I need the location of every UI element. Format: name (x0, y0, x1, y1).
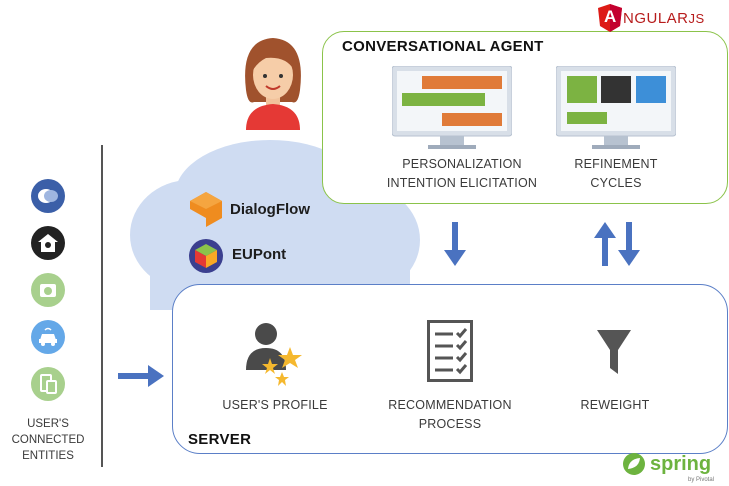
dialogflow-icon (190, 192, 222, 227)
smart-home-icon (31, 226, 65, 260)
reweight-label: REWEIGHT (580, 398, 650, 412)
eupont-label: EUPont (232, 246, 287, 263)
spring-sub: by Pivotal (688, 477, 715, 483)
connected-car-icon (31, 320, 65, 354)
angular-wordmark: NGULAR (623, 9, 689, 27)
divider-line (101, 145, 103, 467)
devices-icon (31, 367, 65, 401)
connected-entities-label: USER'S CONNECTED ENTITIES (11, 418, 85, 462)
user-profile-label: USER'S PROFILE (222, 398, 328, 412)
down-arrow-icon (444, 222, 466, 266)
user-avatar-icon (245, 38, 301, 130)
server-title: SERVER (188, 431, 252, 448)
personalization-monitor-icon (392, 66, 512, 149)
funnel-icon (597, 330, 631, 374)
angular-logo: A NGULAR JS (598, 3, 705, 33)
spring-leaf-icon (623, 453, 645, 475)
bidirectional-arrow-icon (594, 222, 640, 266)
refinement-monitor-icon (556, 66, 676, 149)
angular-js: JS (688, 10, 705, 26)
dialogflow-label: DialogFlow (230, 201, 310, 218)
personalization-label: PERSONALIZATION INTENTION ELICITATION (386, 157, 538, 190)
angular-shield-icon (598, 4, 622, 32)
checklist-icon (427, 320, 473, 382)
camera-icon (31, 273, 65, 307)
chat-icon (31, 179, 65, 213)
recommendation-process-label: RECOMMENDATION PROCESS (388, 398, 512, 431)
right-arrow-icon (118, 365, 164, 387)
refinement-label: REFINEMENT CYCLES (574, 157, 658, 190)
spring-logo: spring (622, 452, 711, 476)
agent-title: CONVERSATIONAL AGENT (342, 38, 544, 55)
angular-a: A (604, 7, 617, 26)
user-profile-icon (246, 323, 302, 386)
eupont-icon (189, 239, 223, 273)
spring-wordmark: spring (650, 452, 712, 475)
